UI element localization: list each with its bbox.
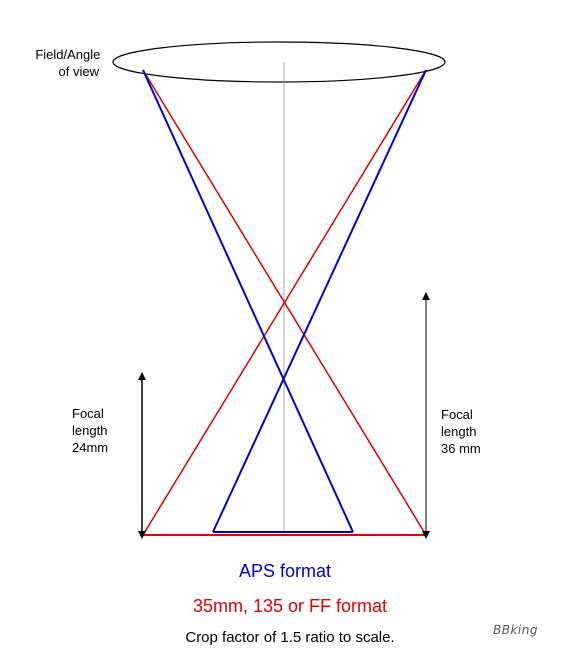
author-signature: BBking — [493, 623, 538, 637]
focal-right-line-1: Focal — [441, 407, 473, 422]
ff-format-caption: 35mm, 135 or FF format — [193, 596, 387, 616]
field-angle-line-2: of view — [59, 64, 100, 79]
focal-left-line-1: Focal — [72, 406, 104, 421]
aps-ray-left — [142, 69, 354, 533]
focal-left-line-3: 24mm — [72, 440, 108, 455]
field-angle-label: Field/Angle of view — [35, 47, 104, 79]
aps-ray-right — [212, 69, 427, 533]
field-angle-line-1: Field/Angle — [35, 47, 100, 62]
field-of-view-ellipse — [112, 41, 446, 83]
focal-length-right-label: Focal length 36 mm — [441, 407, 481, 456]
ff-ray-right — [142, 69, 427, 536]
crop-factor-caption: Crop factor of 1.5 ratio to scale. — [185, 629, 394, 646]
focal-length-left-label: Focal length 24mm — [72, 406, 111, 455]
focal-right-line-3: 36 mm — [441, 441, 481, 456]
focal-right-line-2: length — [441, 424, 476, 439]
focal-left-line-2: length — [72, 423, 107, 438]
aps-format-caption: APS format — [239, 561, 331, 581]
